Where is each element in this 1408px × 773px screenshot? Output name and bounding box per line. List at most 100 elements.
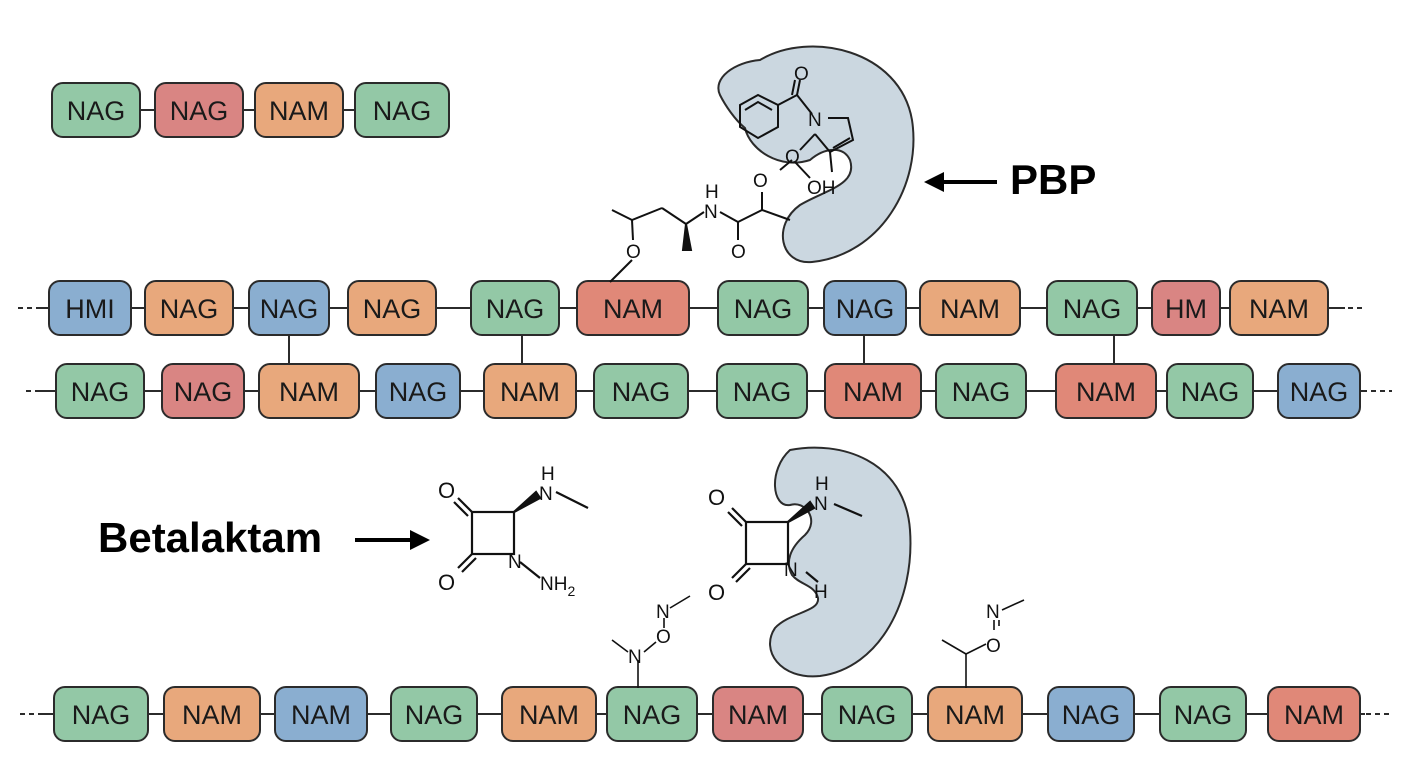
bond-nh-c [719,211,739,223]
atom-side-n1: N [628,647,642,668]
chain_row1-box-0 [48,280,132,336]
betalaktam-arrow-head [410,530,430,550]
chain_row2-label-3: NAG [389,377,448,407]
side-chain-nag-bottom [611,595,691,688]
pbp-arrow-head [924,172,944,192]
chain_bottom-box-10 [1159,686,1247,742]
chain_top-box-3 [354,82,450,138]
chain_row2-box-0 [55,363,145,419]
bond-to-enzyme [761,209,791,221]
bound-beta-lactam-atoms: O O H N N H [708,474,829,605]
free-beta-lactam-atoms: O O H N N NH2 [438,464,575,599]
chain_bottom-label-6: NAM [728,700,788,730]
atom-nh2: NH2 [540,574,575,599]
chain_top-label-0: NAG [67,96,126,126]
chain_row1-label-8: NAM [940,294,1000,324]
chain_bottom-label-8: NAM [945,700,1005,730]
atom-side-n2: N [656,602,670,623]
beta-lactam-ring [470,510,516,556]
atom-bound-h-top: H [815,474,829,495]
pbp-label: PBP [1010,156,1096,203]
bond-to-carbonyl-o [799,133,816,151]
pyrroline-ring [814,117,855,154]
atom-bound-n-top: N [814,494,828,515]
free-beta-lactam [453,490,589,579]
bond-to-nam [609,259,633,283]
chain_row1-box-4 [470,280,560,336]
side-chain-nam-bottom [941,599,1025,688]
bond-o-bottom [457,553,473,569]
chain_row2-label-11: NAG [1290,377,1349,407]
bond-o-bottom-double [461,557,477,573]
bond-methyl [611,209,633,221]
chain_row2-label-0: NAG [71,377,130,407]
chain_row2-box-7 [824,363,922,419]
bond-o-top [457,497,473,513]
chain_row1-label-2: NAG [260,294,319,324]
chain_row2-box-3 [375,363,461,419]
bond-c-nh [685,211,705,225]
pbp-bound-substrate [609,79,855,283]
chain_row2-box-8 [935,363,1027,419]
bound-beta-lactam [727,500,863,583]
nh2-label: NH [540,574,567,595]
chain_bottom-box-8 [927,686,1023,742]
chain_row2-box-2 [258,363,360,419]
bound-wedge-nh [787,500,816,523]
chain_row2-box-10 [1166,363,1254,419]
atom-bound-o-bottom: O [708,580,725,605]
bond-nh-methyl [555,491,589,509]
chain_row1-label-6: NAG [734,294,793,324]
chain_row2-label-10: NAG [1181,377,1240,407]
chain_row2-label-2: NAM [279,377,339,407]
chain_row1-box-9 [1046,280,1138,336]
chain_bottom-label-11: NAM [1284,700,1344,730]
ring-methyl [829,151,833,173]
wedge-bond [681,223,693,251]
benzene-ring [739,93,779,140]
atom-bound-h-ring: H [814,582,828,603]
chain_row2-box-5 [593,363,689,419]
chain_bottom-box-0 [53,686,149,742]
atom-o-carbonyl: O [794,64,809,85]
chain_bottom-box-4 [501,686,597,742]
bond-bound-o-top [731,507,747,523]
atom-side-o1: O [656,627,671,648]
chain_bottom-box-6 [712,686,804,742]
chain_row1-label-7: NAG [836,294,895,324]
atom-o-amide: O [731,242,746,263]
chain_bottom-box-7 [821,686,913,742]
atom-o-link: O [626,242,641,263]
chain_top-label-1: NAG [170,96,229,126]
betalaktam-label-group: Betalaktam [98,514,430,561]
chain_bottom-box-11 [1267,686,1361,742]
chain_row2-box-4 [483,363,577,419]
pbp-label-group: PBP [924,156,1096,203]
chain_row1-label-1: NAG [160,294,219,324]
bond-o-top-double [453,501,469,517]
chain_row2-label-6: NAG [733,377,792,407]
chain_row1-box-5 [576,280,690,336]
chain_row1-label-11: NAM [1249,294,1309,324]
bond-c-o [965,643,987,655]
chain_row2-label-1: NAG [174,377,233,407]
chain_bottom-label-0: NAG [72,700,131,730]
chain_top-box-1 [154,82,244,138]
chain_row2-box-11 [1277,363,1361,419]
bond-carbonyl-up [796,79,801,96]
bound-beta-lactam-ring [744,520,790,566]
chain_bottom-box-9 [1047,686,1135,742]
chain_row2-label-7: NAM [843,377,903,407]
pbp-enzyme-upper [717,45,915,264]
chain_bottom-label-7: NAG [838,700,897,730]
atom-n-ring: N [808,110,822,131]
bond-n-nh2 [519,561,541,579]
bond-n-methyl [611,639,629,653]
nh2-subscript: 2 [567,583,575,599]
pbp-enzyme-shape [717,45,915,264]
atom-side-n3: N [986,602,1000,623]
chain_row1-label-9: NAG [1063,294,1122,324]
